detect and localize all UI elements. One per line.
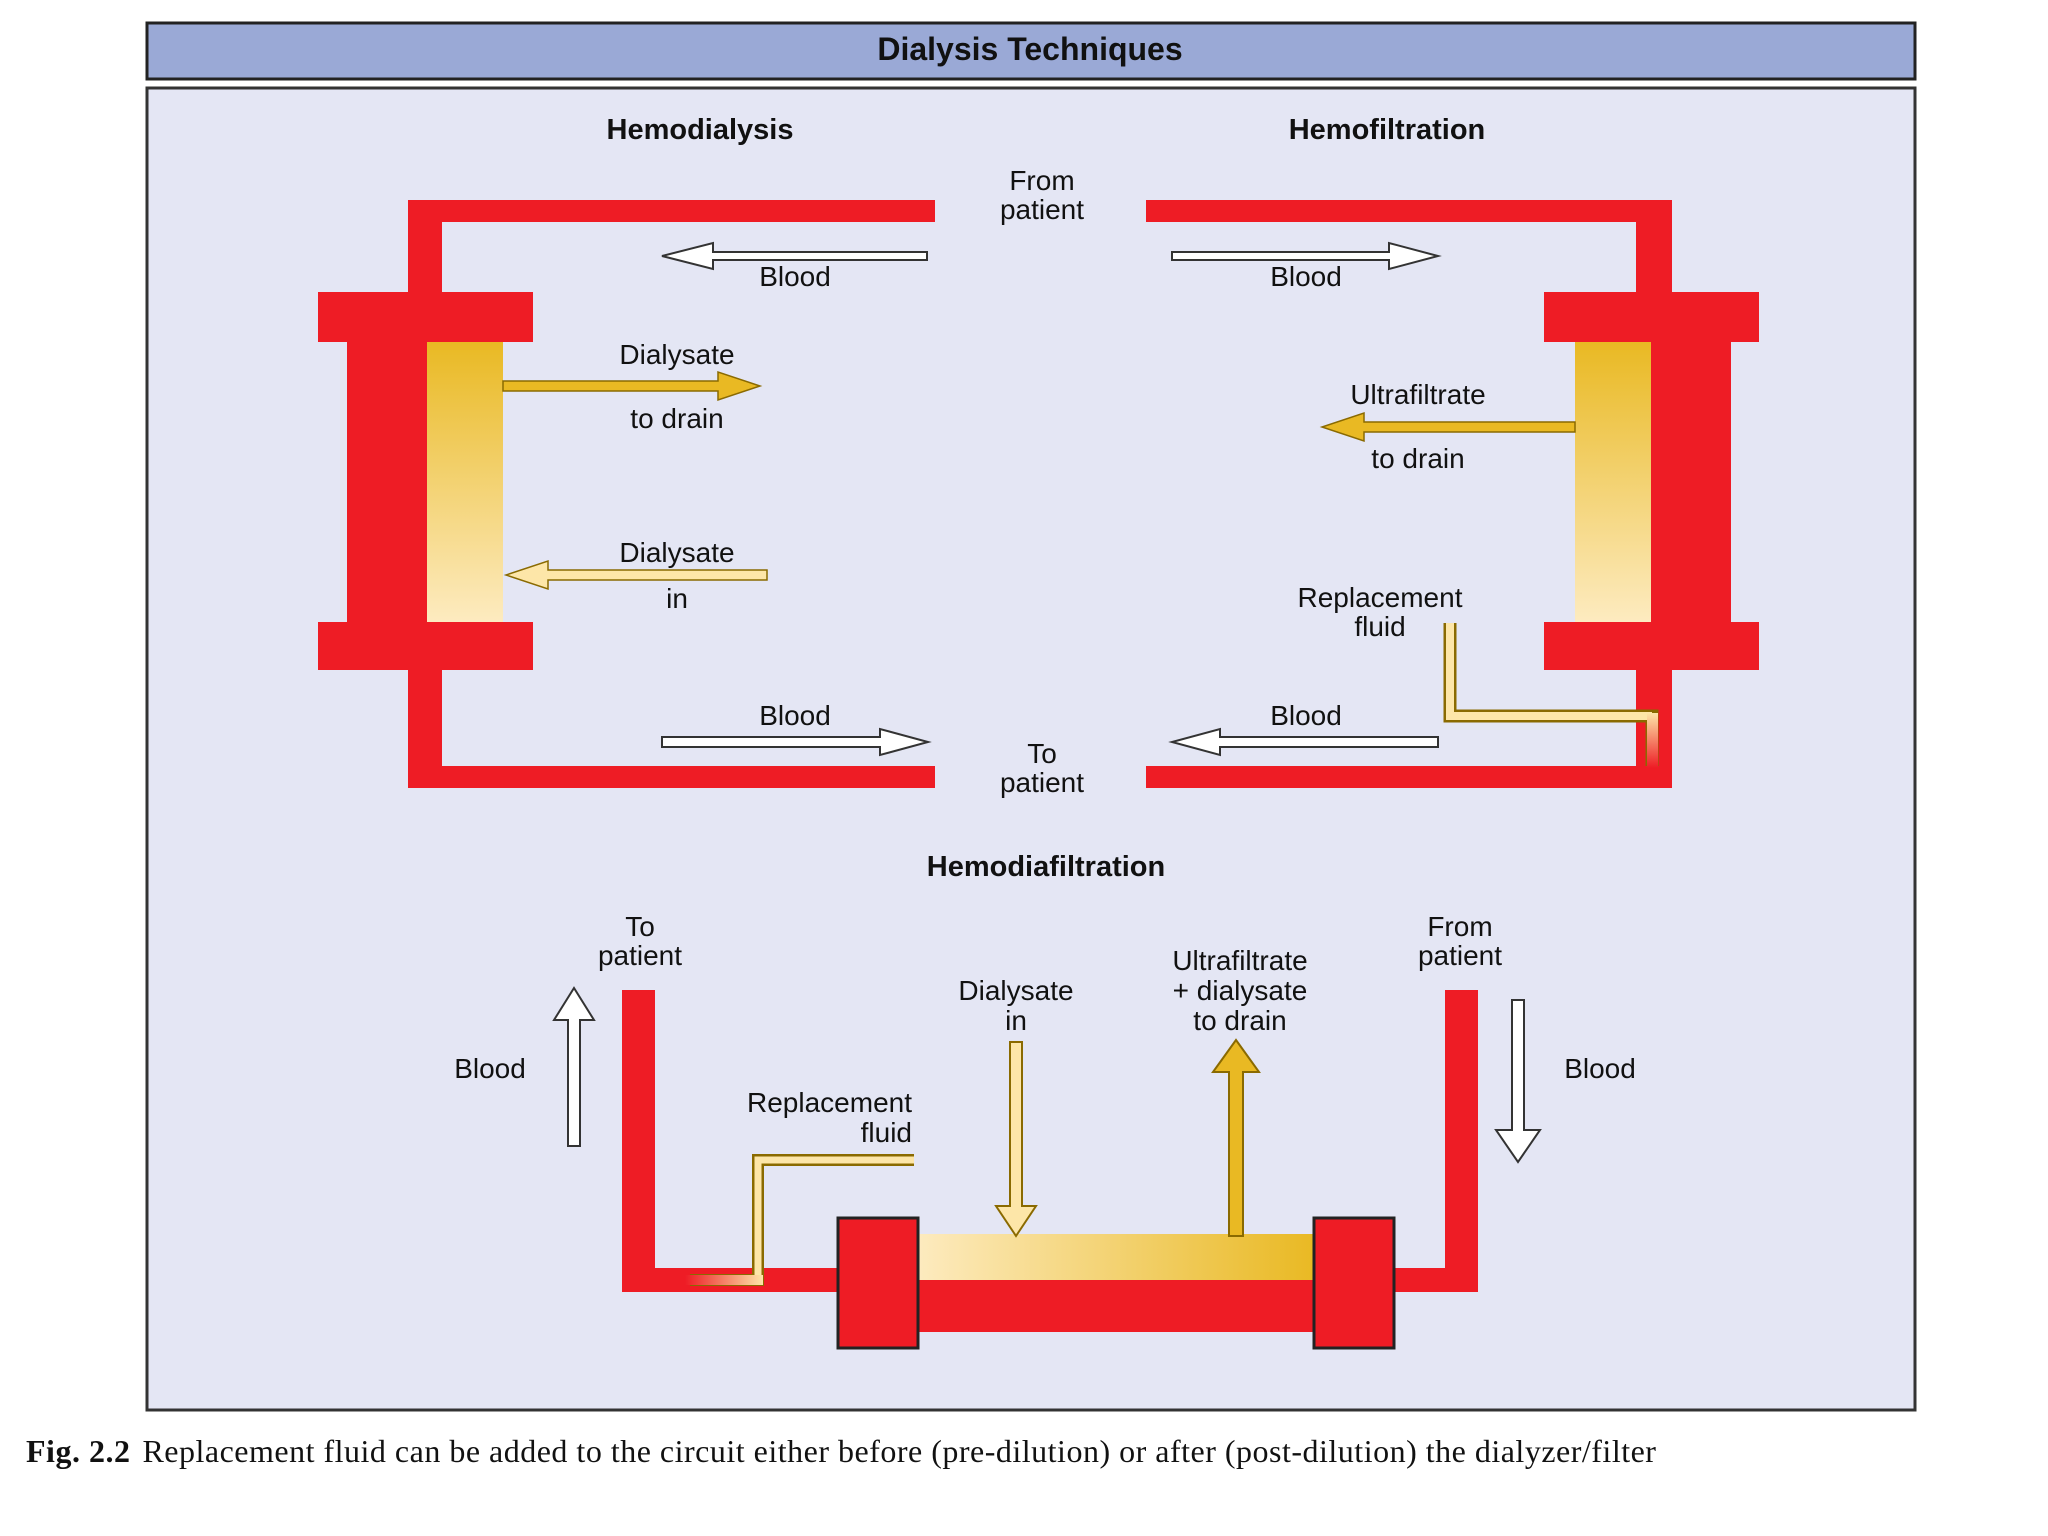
hd-dialyzer-dialysate-side bbox=[427, 342, 503, 622]
hf-blood-bottom-arrow bbox=[1168, 727, 1439, 757]
hd-blood-bottom-label: Blood bbox=[759, 700, 831, 731]
hd-top-tube bbox=[408, 200, 935, 222]
hemodiafiltration-section: Hemodiafiltration Blood Blood To patient… bbox=[454, 851, 1636, 1350]
hdf-ultrafiltrate-line1: Ultrafiltrate bbox=[1172, 945, 1307, 976]
hf-ultrafiltrate-line2: to drain bbox=[1371, 443, 1464, 474]
hf-replacement-line2: fluid bbox=[1354, 611, 1405, 642]
hdf-from-patient-line2: patient bbox=[1418, 940, 1502, 971]
hdf-to-patient-line1: To bbox=[625, 911, 655, 942]
figure-number: Fig. 2.2 bbox=[26, 1433, 131, 1469]
diagram-title: Dialysis Techniques bbox=[877, 31, 1182, 67]
hdf-to-patient-line2: patient bbox=[598, 940, 682, 971]
hf-top-tube bbox=[1146, 200, 1672, 222]
hd-dialyzer-top-cap bbox=[318, 292, 533, 342]
hdf-dialysate-in-line1: Dialysate bbox=[958, 975, 1073, 1006]
hdf-replacement-fluid-line-inner bbox=[754, 1156, 914, 1280]
hdf-left-cap bbox=[836, 1216, 920, 1350]
hdf-from-patient-line1: From bbox=[1427, 911, 1492, 942]
hemodiafiltration-heading: Hemodiafiltration bbox=[927, 851, 1165, 883]
from-patient-line2: patient bbox=[1000, 194, 1084, 225]
hf-upper-riser bbox=[1636, 200, 1672, 296]
hdf-right-riser bbox=[1445, 990, 1478, 1292]
hd-dialyzer-blood-side bbox=[347, 342, 427, 622]
hf-replacement-fluid-mix bbox=[1647, 713, 1658, 768]
hdf-blood-left-label: Blood bbox=[454, 1053, 526, 1084]
hd-dialyzer-bottom-cap bbox=[318, 622, 533, 670]
hd-dialysate-in-line1: Dialysate bbox=[619, 537, 734, 568]
hf-ultrafiltrate-line1: Ultrafiltrate bbox=[1350, 379, 1485, 410]
hd-blood-top-label: Blood bbox=[759, 261, 831, 292]
hdf-ultrafiltrate-line3: to drain bbox=[1193, 1005, 1286, 1036]
hdf-replacement-line2: fluid bbox=[861, 1117, 912, 1148]
hemodialysis-heading: Hemodialysis bbox=[607, 114, 794, 146]
hdf-dialysate-compartment bbox=[915, 1234, 1315, 1280]
hemodialysis-section: Hemodialysis Blood Blood Dialysate to dr… bbox=[318, 114, 935, 788]
hf-blood-top-arrow bbox=[1171, 241, 1442, 271]
hdf-right-cap bbox=[1312, 1216, 1396, 1350]
hf-replacement-fluid-line-inner bbox=[1446, 623, 1652, 720]
hf-replacement-line1: Replacement bbox=[1298, 582, 1463, 613]
hf-filter-top-cap bbox=[1544, 292, 1759, 342]
hemofiltration-section: Hemofiltration Blood Blood Ultrafiltrate… bbox=[1146, 114, 1759, 788]
hdf-ultrafiltrate-arrow bbox=[1211, 1038, 1261, 1237]
to-patient-line1: To bbox=[1027, 738, 1057, 769]
hdf-left-riser bbox=[622, 990, 655, 1292]
hf-blood-bottom-label: Blood bbox=[1270, 700, 1342, 731]
hdf-replacement-line1: Replacement bbox=[747, 1087, 912, 1118]
hf-filter-blood-side bbox=[1651, 342, 1731, 622]
figure-caption-text: Replacement fluid can be added to the ci… bbox=[142, 1433, 1657, 1469]
hdf-ultrafiltrate-line2: + dialysate bbox=[1173, 975, 1308, 1006]
hdf-dialysate-in-line2: in bbox=[1005, 1005, 1027, 1036]
hd-upper-riser bbox=[408, 200, 442, 296]
hf-ultrafiltrate-arrow bbox=[1319, 411, 1576, 443]
hdf-blood-right-label: Blood bbox=[1564, 1053, 1636, 1084]
hf-filter-ultrafiltrate-side bbox=[1575, 342, 1651, 622]
hdf-dialysate-in-arrow bbox=[994, 1041, 1038, 1238]
hdf-blood-down-arrow bbox=[1494, 999, 1542, 1164]
hdf-right-horizontal bbox=[1390, 1268, 1478, 1292]
hdf-blood-up-arrow bbox=[552, 986, 596, 1147]
hf-bottom-tube bbox=[1146, 766, 1672, 788]
hd-dialysate-in-line2: in bbox=[666, 583, 688, 614]
hdf-blood-compartment bbox=[915, 1280, 1315, 1332]
figure-caption: Fig. 2.2 Replacement fluid can be added t… bbox=[26, 1432, 2026, 1470]
hd-blood-top-arrow bbox=[661, 241, 928, 271]
hf-filter-bottom-cap bbox=[1544, 622, 1759, 670]
hd-dialysate-out-arrow bbox=[502, 370, 763, 402]
hd-dialysate-in-arrow bbox=[503, 559, 768, 591]
hdf-replacement-fluid-mix bbox=[685, 1275, 763, 1285]
hf-blood-top-label: Blood bbox=[1270, 261, 1342, 292]
from-patient-line1: From bbox=[1009, 165, 1074, 196]
hemofiltration-heading: Hemofiltration bbox=[1289, 114, 1486, 146]
hd-blood-bottom-arrow bbox=[661, 727, 932, 757]
title-bar bbox=[145, 21, 1917, 81]
hd-dialysate-out-line1: Dialysate bbox=[619, 339, 734, 370]
hd-bottom-tube bbox=[408, 766, 935, 788]
hd-dialysate-out-line2: to drain bbox=[630, 403, 723, 434]
to-patient-line2: patient bbox=[1000, 767, 1084, 798]
